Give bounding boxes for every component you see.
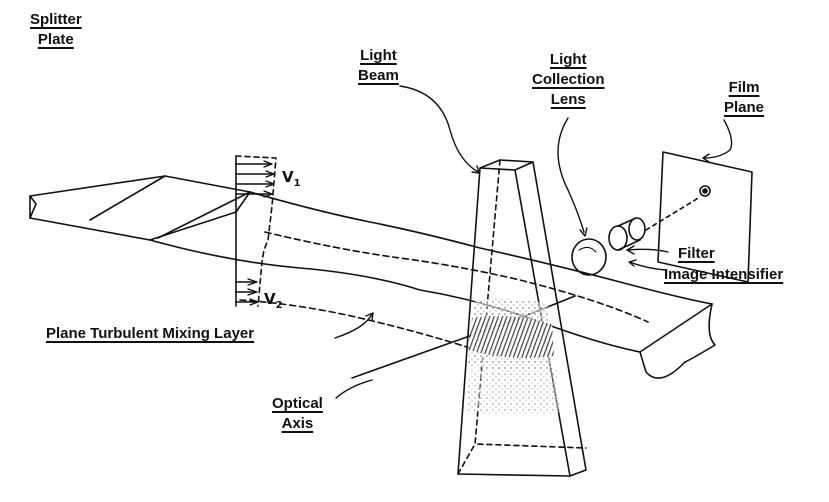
velocity-profile <box>235 155 277 307</box>
v2-velocity-label: V2 <box>264 290 283 311</box>
splitter-plate-label: Splitter Plate <box>30 11 82 48</box>
filter-label: Filter <box>678 245 715 262</box>
film-plane-label: Film Plane <box>724 79 765 116</box>
splitter-plate <box>29 175 251 241</box>
plane-turbulent-mixing-layer-label: Plane Turbulent Mixing Layer <box>46 325 255 342</box>
leader-lines <box>334 85 733 399</box>
film-plane <box>657 151 753 283</box>
beam-layer-intersection-shading <box>466 298 560 416</box>
light-collection-lens-label: Light Collection Lens <box>532 51 605 108</box>
optical-axis-label: Optical Axis <box>272 395 323 432</box>
image-intensifier-label: Image Intensifier <box>664 266 784 283</box>
v1-velocity-label: V1 <box>282 168 301 189</box>
light-collection-lens <box>571 238 607 276</box>
light-beam-label: Light Beam <box>358 47 399 84</box>
image-intensifier-cylinder <box>608 217 646 251</box>
mixing-layer-slab <box>149 191 716 379</box>
